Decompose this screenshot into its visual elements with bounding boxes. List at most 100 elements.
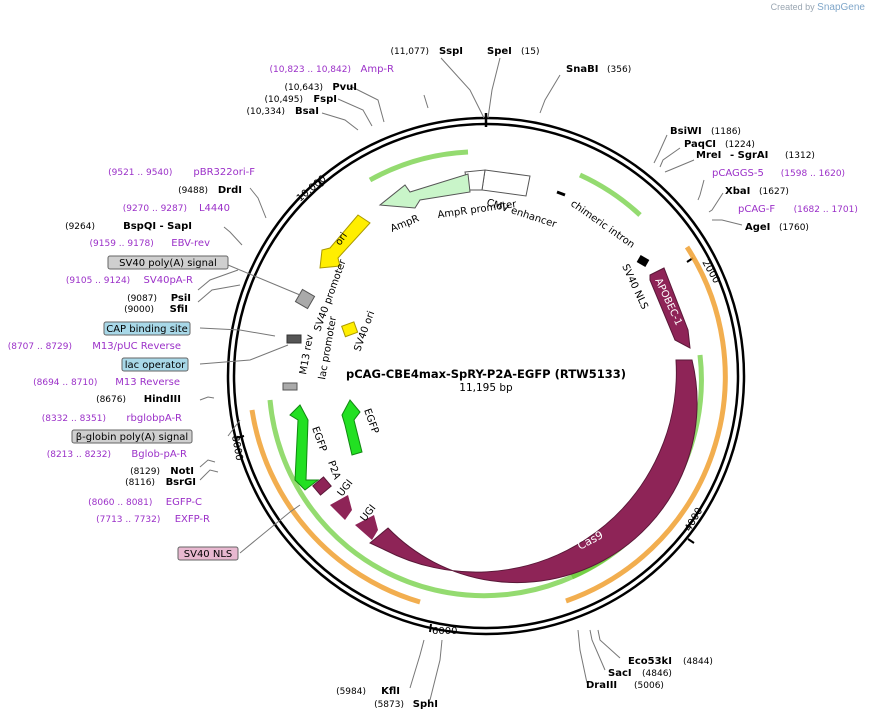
primer-name: pBR322ori-F [193,167,255,178]
primer-name: Amp-R [361,64,395,75]
cut-site-position: (356) [607,65,631,75]
chimeric-intron-marker [556,190,566,197]
sv40-promoter-feature [294,288,316,310]
cut-site-name: SfiI [170,304,188,315]
ugi-feature-1 [330,495,352,520]
primer-name: SV40pA-R [144,275,193,286]
cut-site-position: (4844) [683,657,713,667]
lac-promoter-feature [282,382,298,391]
feature-label-text: SV40 NLS [184,549,233,560]
cut-site-name: DraIII [586,680,617,691]
cut-site-position: (8129) [130,467,160,477]
tick-group: 2000 4000 6000 8000 10,000 [229,173,722,637]
cut-site-position: (8116) [125,478,155,488]
cut-site-name: KflI [381,686,400,697]
cut-site-position: (1224) [725,140,755,150]
sv40-nls-inner-label: SV40 NLS [619,263,649,312]
created-by-text: Created by [770,2,815,12]
cut-site-name: DrdI [218,185,242,196]
ugi-feature-2 [355,515,378,540]
cut-site-name: SnaBI [566,64,598,75]
cut-site-name: HindIII [144,394,181,405]
ori-feature [319,214,371,269]
cut-site-position: (15) [521,47,539,57]
plasmid-size: 11,195 bp [459,382,513,394]
tick-label-10000: 10,000 [295,173,329,204]
cut-site-name: BsiWI [670,126,702,137]
cut-site-name: BspQI - SapI [123,221,192,232]
cut-site-position: (11,077) [390,47,429,57]
cut-site-name: PaqCI [684,139,716,150]
cut-site-position: (10,334) [246,107,285,117]
cut-site-position: (5873) [374,700,404,710]
primer-name: pCAG-F [738,204,775,215]
primer-range: (9270 .. 9287) [123,204,187,214]
orange-band-right [565,245,728,604]
egfp-label-2: EGFP [361,407,380,435]
cut-site-name: FspI [313,94,337,105]
feature-label-box [71,429,193,444]
tick-label-8000: 8000 [229,435,244,462]
cut-site-position: (9264) [65,222,95,232]
cmv-enhancer-feature [481,169,531,197]
feature-label-text: β-globin poly(A) signal [76,432,188,443]
green-band-bottom [267,399,612,599]
primer-range: (8213 .. 8232) [47,450,111,460]
sv40-nls-marker [636,255,650,267]
feature-label-text: CAP binding site [106,324,188,335]
cut-site-extra: - SgrAI [730,150,768,161]
cut-site-name: Eco53kI [628,656,672,667]
orange-band-left [249,409,421,605]
cut-site-name: SphI [413,699,438,710]
ugi-label-1: UGI [336,478,356,499]
cut-site-position: (9488) [178,186,208,196]
snapgene-logo-text: SnapGene [817,2,865,13]
primer-name: rbglobpA-R [126,413,182,424]
cut-site-name: MreI [696,150,721,161]
p2a-label: P2A [325,459,342,481]
tick-label-6000: 6000 [432,626,457,637]
cas9-feature [369,359,698,584]
green-band-top [368,149,469,183]
cut-site-position: (5006) [634,681,664,691]
primer-name: EBV-rev [171,238,210,249]
feature-label-box [103,321,191,336]
snapgene-credit: Created by SnapGene [771,2,865,13]
feature-label-text: SV40 poly(A) signal [119,258,217,269]
cut-site-position: (9087) [127,294,157,304]
cut-site-name: XbaI [725,186,750,197]
cut-site-name: BsrGI [166,477,196,488]
cut-site-name: NotI [170,466,194,477]
cut-site-name: SacI [608,668,632,679]
leader-lines [197,57,743,701]
cut-site-name: SspI [439,46,463,57]
primer-name: pCAGGS-5 [712,168,764,179]
green-band-topright [578,172,642,217]
primer-range: (9159 .. 9178) [90,239,154,249]
cut-site-position: (1627) [759,187,789,197]
primer-name: L4440 [199,203,230,214]
p2a-feature [312,476,332,496]
cut-site-position: (1312) [785,151,815,161]
apobec-feature [649,267,691,349]
cut-site-position: (10,495) [264,95,303,105]
egfp-label-1: EGFP [309,425,328,453]
feature-label-box [121,357,189,372]
primer-range: (8060 .. 8081) [88,498,152,508]
ampr-promoter-label: AmpR promoter [437,199,518,221]
cut-site-name: AgeI [745,222,770,233]
ampr-feature [378,173,471,209]
primer-range: (1682 .. 1701) [794,205,858,215]
primer-range: (7713 .. 7732) [96,515,160,525]
primer-range: (9105 .. 9124) [66,276,130,286]
primer-name: M13/pUC Reverse [92,341,181,352]
feature-label-box [107,255,229,270]
egfp-feature-1 [289,404,320,491]
cut-site-position: (1186) [711,127,741,137]
primer-range: (10,823 .. 10,842) [270,65,351,75]
cut-site-position: (4846) [642,669,672,679]
primer-range: (8332 .. 8351) [42,414,106,424]
primer-range: (8707 .. 8729) [8,342,72,352]
cut-site-name: PsiI [171,293,191,304]
